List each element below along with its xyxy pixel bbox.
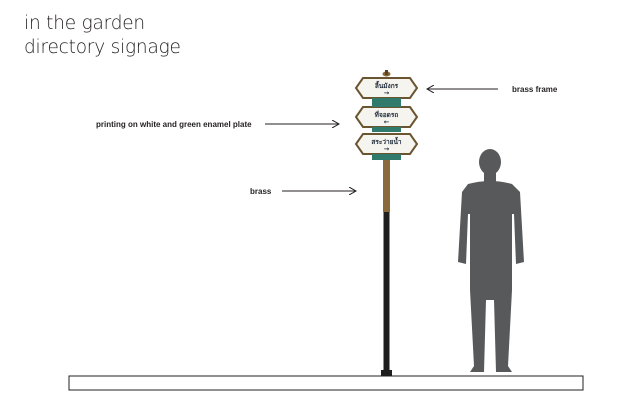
pole-base-collar xyxy=(381,370,392,376)
title-line-2: directory signage xyxy=(24,37,181,58)
callout-brass-frame: brass frame xyxy=(512,85,558,94)
sign-plate-1: ลิ้นมังกร → xyxy=(354,77,419,103)
ground-slab xyxy=(68,375,584,391)
callout-brass: brass xyxy=(250,187,272,196)
plate-2-arrow: ← xyxy=(384,118,390,126)
title-line-1: in the garden xyxy=(24,13,145,34)
human-silhouette xyxy=(458,149,524,372)
plate-3-arrow: → xyxy=(384,145,390,153)
plate-1-arrow: → xyxy=(384,89,390,97)
sign-plate-3: สระว่ายน้ำ → xyxy=(354,133,419,160)
diagram-title: in the garden directory signage xyxy=(24,12,181,60)
pole-brass-sleeve xyxy=(383,160,390,212)
plate-1-text: ลิ้นมังกร xyxy=(375,80,399,90)
plate-3-text: สระว่ายน้ำ xyxy=(371,136,402,146)
plate-2-text: ที่จอดรถ xyxy=(375,109,399,119)
pole-lower xyxy=(383,210,390,376)
finial xyxy=(382,70,391,77)
callout-printing: printing on white and green enamel plate xyxy=(96,120,252,129)
sign-plate-2: ที่จอดรถ ← xyxy=(354,102,419,132)
